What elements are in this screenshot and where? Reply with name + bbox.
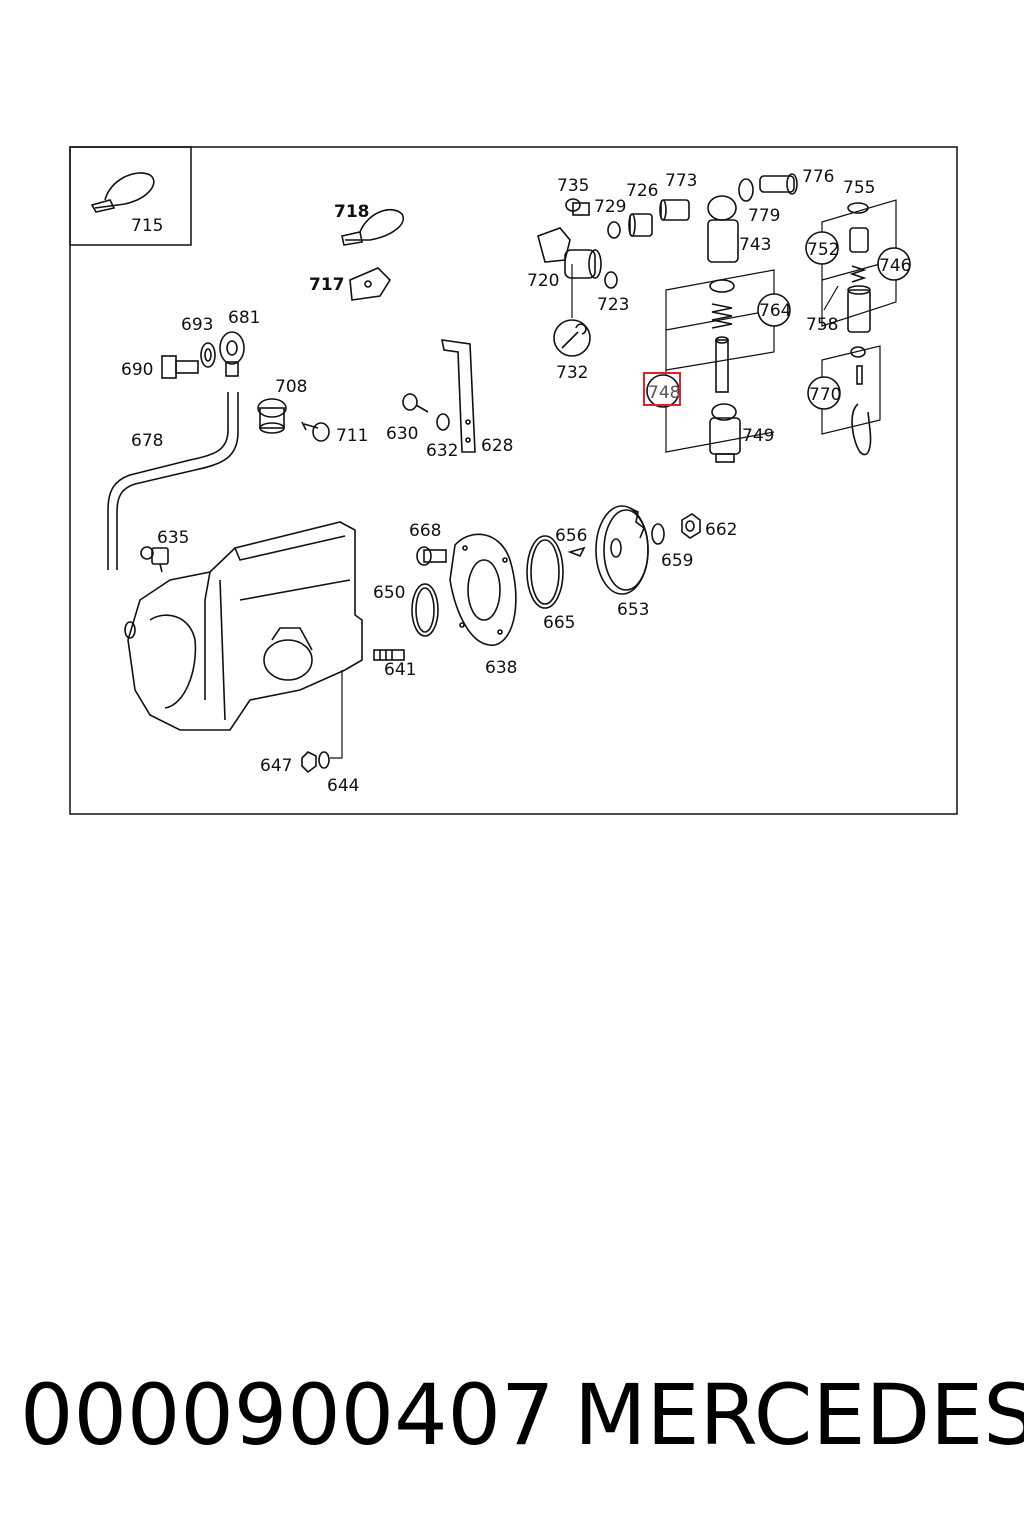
label-656: 656 bbox=[555, 526, 587, 546]
label-729: 729 bbox=[594, 197, 626, 217]
inset-box bbox=[69, 146, 192, 246]
strap-628-icon bbox=[440, 339, 476, 453]
label-755: 755 bbox=[843, 178, 875, 198]
label-659: 659 bbox=[661, 551, 693, 571]
callout-770 bbox=[807, 376, 841, 410]
label-690: 690 bbox=[121, 360, 153, 380]
body-758-icon bbox=[847, 285, 871, 333]
callout-764 bbox=[757, 293, 791, 327]
callout-752 bbox=[805, 231, 839, 265]
label-662: 662 bbox=[705, 520, 737, 540]
label-746: 746 bbox=[879, 256, 911, 276]
label-635: 635 bbox=[157, 528, 189, 548]
label-681: 681 bbox=[228, 308, 260, 328]
nut-770-icon bbox=[850, 346, 866, 358]
label-726: 726 bbox=[626, 181, 658, 201]
seal-ring-icon bbox=[709, 279, 735, 293]
label-665: 665 bbox=[543, 613, 575, 633]
grommet-708-icon bbox=[257, 398, 287, 434]
label-650: 650 bbox=[373, 583, 405, 603]
bolt-735-icon bbox=[565, 198, 590, 216]
brand-name: MERCEDES bbox=[574, 1366, 1024, 1464]
label-632: 632 bbox=[426, 441, 458, 461]
sleeve-752-icon bbox=[849, 227, 869, 253]
label-644: 644 bbox=[327, 776, 359, 796]
label-770: 770 bbox=[809, 385, 841, 405]
washer-644-icon bbox=[318, 751, 330, 769]
nut-647-icon bbox=[301, 751, 317, 774]
label-732: 732 bbox=[556, 363, 588, 383]
hose-678-icon bbox=[107, 392, 229, 570]
flange-638-icon bbox=[449, 533, 517, 646]
injection-pump-icon bbox=[124, 521, 363, 731]
valve-stem-icon bbox=[715, 336, 729, 393]
label-718: 718 bbox=[334, 202, 370, 222]
holder-749-icon bbox=[709, 403, 741, 463]
bolt-668-icon bbox=[416, 546, 447, 566]
seal-755-icon bbox=[847, 202, 869, 214]
label-678: 678 bbox=[131, 431, 163, 451]
o-ring-665-icon bbox=[526, 535, 564, 609]
washer-632-icon bbox=[436, 413, 450, 431]
label-711: 711 bbox=[336, 426, 368, 446]
cable-tie-718-icon bbox=[341, 208, 405, 246]
label-628: 628 bbox=[481, 436, 513, 456]
banjo-bolt-776-icon bbox=[759, 173, 798, 195]
label-708: 708 bbox=[275, 377, 307, 397]
label-630: 630 bbox=[386, 424, 418, 444]
caption-bar: 0000900407 MERCEDES bbox=[0, 1365, 1024, 1465]
label-715: 715 bbox=[131, 216, 163, 236]
label-720: 720 bbox=[527, 271, 559, 291]
label-764: 764 bbox=[759, 301, 791, 321]
o-ring-650-icon bbox=[411, 583, 439, 637]
fitting-773-icon bbox=[659, 199, 690, 221]
sensor-635-icon bbox=[140, 546, 169, 573]
label-749: 749 bbox=[742, 426, 774, 446]
label-717: 717 bbox=[309, 275, 345, 295]
washer-729-icon bbox=[607, 221, 621, 239]
housing-720-icon bbox=[537, 227, 602, 279]
highlight-box-748 bbox=[643, 372, 681, 406]
wrench-732-icon bbox=[553, 319, 591, 357]
label-647: 647 bbox=[260, 756, 292, 776]
label-748: 748 bbox=[648, 383, 680, 403]
part-number: 0000900407 bbox=[20, 1366, 555, 1464]
clip-icon bbox=[851, 403, 872, 456]
washer-779-icon bbox=[738, 178, 754, 202]
banjo-fitting-681-icon bbox=[219, 331, 245, 377]
label-653: 653 bbox=[617, 600, 649, 620]
label-723: 723 bbox=[597, 295, 629, 315]
spring-icon bbox=[711, 303, 733, 329]
bracket-717-icon bbox=[349, 267, 392, 301]
pin-icon bbox=[856, 365, 863, 385]
label-776: 776 bbox=[802, 167, 834, 187]
bolt-711-icon bbox=[301, 421, 330, 442]
label-693: 693 bbox=[181, 315, 213, 335]
diagram-frame bbox=[69, 146, 958, 815]
washer-659-icon bbox=[651, 523, 665, 545]
callout-746 bbox=[877, 247, 911, 281]
fitting-726-icon bbox=[628, 213, 653, 237]
cable-tie-icon bbox=[90, 172, 155, 213]
gear-653-icon bbox=[595, 505, 649, 595]
label-735: 735 bbox=[557, 176, 589, 196]
nut-662-icon bbox=[681, 513, 701, 539]
valve-holder-743-icon bbox=[707, 195, 739, 263]
label-779: 779 bbox=[748, 206, 780, 226]
bolt-630-icon bbox=[402, 393, 429, 413]
spring-746-icon bbox=[849, 265, 867, 283]
key-656-icon bbox=[567, 546, 586, 558]
label-758: 758 bbox=[806, 315, 838, 335]
banjo-bolt-690-icon bbox=[161, 355, 199, 379]
label-668: 668 bbox=[409, 521, 441, 541]
washer-723-icon bbox=[604, 271, 618, 289]
label-638: 638 bbox=[485, 658, 517, 678]
washer-693-icon bbox=[200, 342, 216, 368]
label-752: 752 bbox=[807, 240, 839, 260]
label-743: 743 bbox=[739, 235, 771, 255]
label-773: 773 bbox=[665, 171, 697, 191]
stud-641-icon bbox=[373, 649, 405, 661]
label-641: 641 bbox=[384, 660, 416, 680]
